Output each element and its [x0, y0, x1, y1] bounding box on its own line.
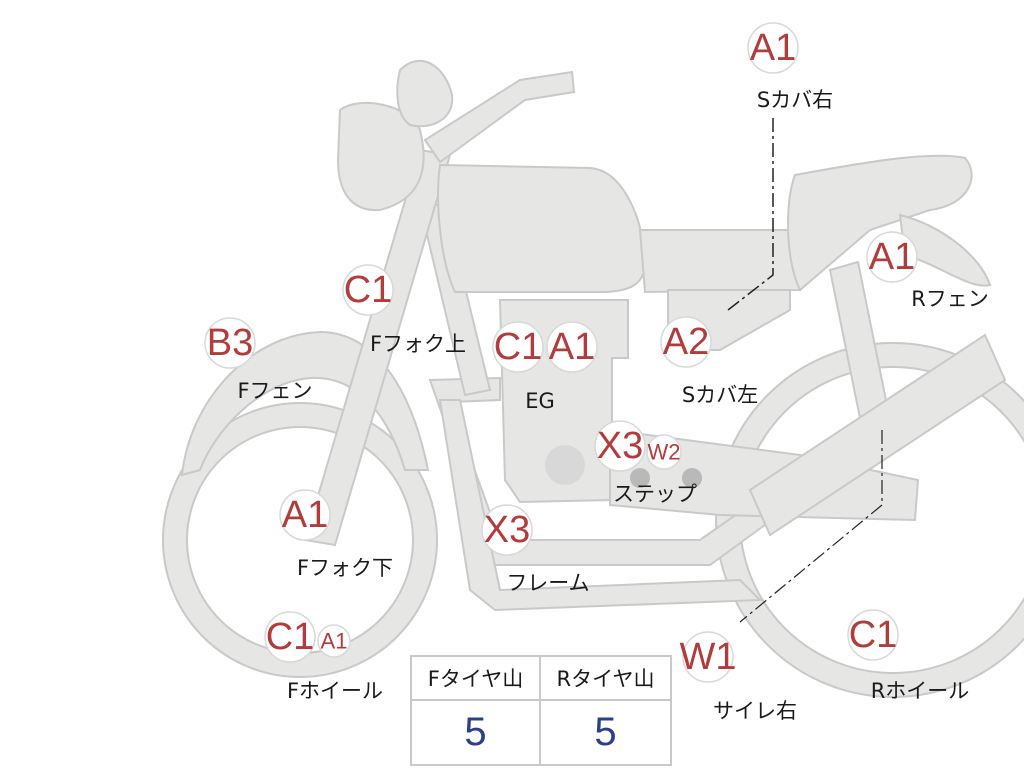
svg-text:W2: W2	[648, 440, 681, 465]
frame-down	[418, 204, 492, 397]
damage-badge: A2	[660, 316, 712, 368]
rear-tire-header: Rタイヤ山	[541, 657, 670, 701]
damage-badge: X3	[594, 420, 646, 472]
frame	[428, 376, 812, 566]
svg-text:A1: A1	[321, 629, 348, 654]
fuel-tank	[437, 163, 647, 293]
leader-line	[739, 430, 883, 623]
damage-badge: A1	[546, 321, 598, 373]
svg-text:C1: C1	[494, 326, 543, 368]
part-label: Fフォク下	[297, 556, 393, 580]
svg-text:X3: X3	[597, 425, 643, 467]
damage-badge: A1	[747, 22, 799, 74]
step-peg	[682, 468, 702, 488]
damage-badge: W2	[646, 434, 682, 470]
damage-badge: C1	[342, 264, 394, 316]
svg-text:A1: A1	[750, 27, 796, 69]
svg-text:B3: B3	[207, 322, 253, 364]
damage-badge: A1	[317, 624, 351, 658]
seat	[787, 154, 973, 292]
muffler	[748, 333, 1007, 537]
svg-text:A2: A2	[663, 321, 709, 363]
part-label: EG	[525, 389, 555, 413]
damage-badge: C1	[847, 609, 899, 661]
step-peg	[630, 468, 650, 488]
rear-fender	[898, 213, 992, 287]
svg-text:C1: C1	[849, 614, 898, 656]
part-label: Rホイール	[871, 679, 970, 703]
rear-tire-value: 5	[594, 710, 617, 754]
front-tire-header: Fタイヤ山	[412, 657, 541, 701]
seat-frame	[638, 229, 802, 294]
part-label: フレーム	[506, 571, 589, 595]
headlight	[336, 102, 425, 212]
damage-badge: C1	[264, 611, 316, 663]
front-wheel	[162, 402, 438, 678]
svg-text:C1: C1	[344, 269, 393, 311]
part-label: Fフェン	[237, 379, 312, 403]
front-tire-value: 5	[412, 701, 541, 764]
damage-badge: C1	[492, 321, 544, 373]
part-label: Fフォク上	[370, 332, 466, 356]
mirror	[396, 59, 454, 128]
step-bar	[609, 428, 920, 522]
part-label: サイレ右	[713, 699, 797, 723]
damage-badge: W1	[680, 631, 737, 683]
frame-lower	[438, 399, 763, 612]
svg-text:A1: A1	[549, 326, 595, 368]
part-label: Sカバ右	[757, 88, 833, 112]
damage-badge: B3	[204, 317, 256, 369]
handlebar	[423, 70, 576, 164]
svg-text:W1: W1	[680, 636, 737, 678]
svg-text:A1: A1	[282, 494, 328, 536]
damage-badge: A1	[866, 231, 918, 283]
tire-tread-table: Fタイヤ山 Rタイヤ山 5 5	[410, 655, 672, 766]
svg-text:X3: X3	[484, 509, 530, 551]
leader-line	[727, 118, 774, 311]
damage-badge: A1	[279, 489, 331, 541]
svg-text:A1: A1	[869, 236, 915, 278]
svg-text:C1: C1	[266, 616, 315, 658]
damage-badge: X3	[481, 504, 533, 556]
part-label: Fホイール	[287, 679, 383, 703]
part-label: Rフェン	[911, 287, 989, 311]
engine-cover	[545, 445, 585, 485]
part-label: ステップ	[613, 482, 697, 506]
part-label: Sカバ左	[682, 383, 758, 407]
